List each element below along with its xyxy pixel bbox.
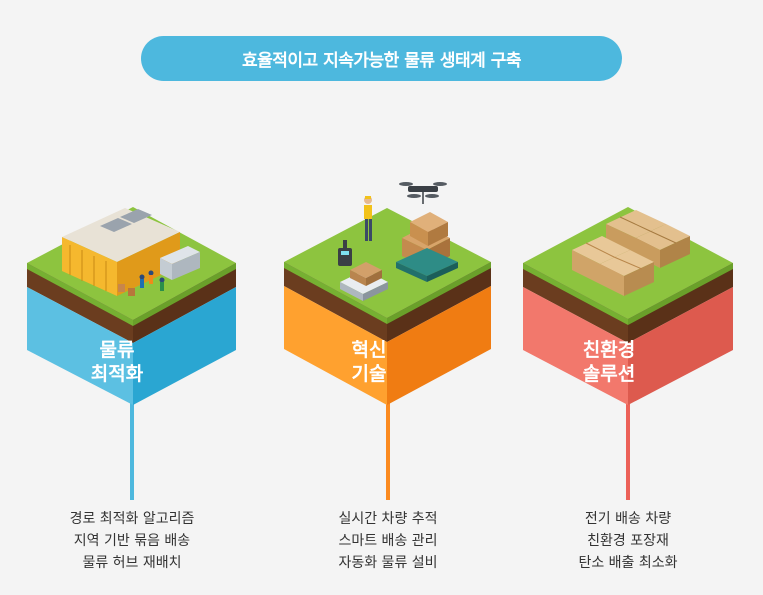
desc-eco: 전기 배송 차량 친환경 포장재 탄소 배출 최소화 — [538, 508, 718, 574]
desc-innovation: 실시간 차량 추적 스마트 배송 관리 자동화 물류 설비 — [298, 508, 478, 574]
card-face-left — [27, 287, 133, 405]
desc-logistics: 경로 최적화 알고리즘 지역 기반 묶음 배송 물류 허브 재배치 — [42, 508, 222, 574]
card-logistics-optimization — [27, 207, 236, 500]
card-label-innovation: 혁신 기술 — [351, 339, 387, 385]
connector-stem — [130, 400, 134, 500]
card-eco-solution — [523, 207, 733, 500]
connector-stem — [386, 400, 390, 500]
desc-line: 탄소 배출 최소화 — [578, 555, 678, 571]
connector-stem — [626, 400, 630, 500]
warehouse-icon — [62, 208, 200, 296]
card-innovation-technology — [284, 182, 491, 500]
desc-line: 지역 기반 묶음 배송 — [73, 533, 191, 549]
card-face-right — [387, 286, 491, 405]
card-face-left — [284, 286, 387, 405]
desc-line: 실시간 차량 추적 — [338, 511, 438, 527]
desc-line: 친환경 포장재 — [587, 533, 669, 549]
drone-robot-icon — [338, 182, 458, 301]
card-label-eco: 친환경 솔루션 — [582, 339, 636, 385]
boxes-icon — [572, 210, 690, 296]
card-face-right — [133, 287, 236, 405]
desc-line: 물류 허브 재배치 — [82, 555, 182, 571]
card-face-left — [523, 287, 628, 405]
desc-line: 자동화 물류 설비 — [338, 555, 438, 571]
desc-line: 스마트 배송 관리 — [338, 533, 438, 549]
desc-line: 전기 배송 차량 — [584, 511, 672, 527]
card-face-right — [628, 287, 733, 405]
card-label-logistics: 물류 최적화 — [90, 339, 144, 385]
desc-line: 경로 최적화 알고리즘 — [69, 511, 195, 527]
page-title: 효율적이고 지속가능한 물류 생태계 구축 — [141, 36, 622, 81]
